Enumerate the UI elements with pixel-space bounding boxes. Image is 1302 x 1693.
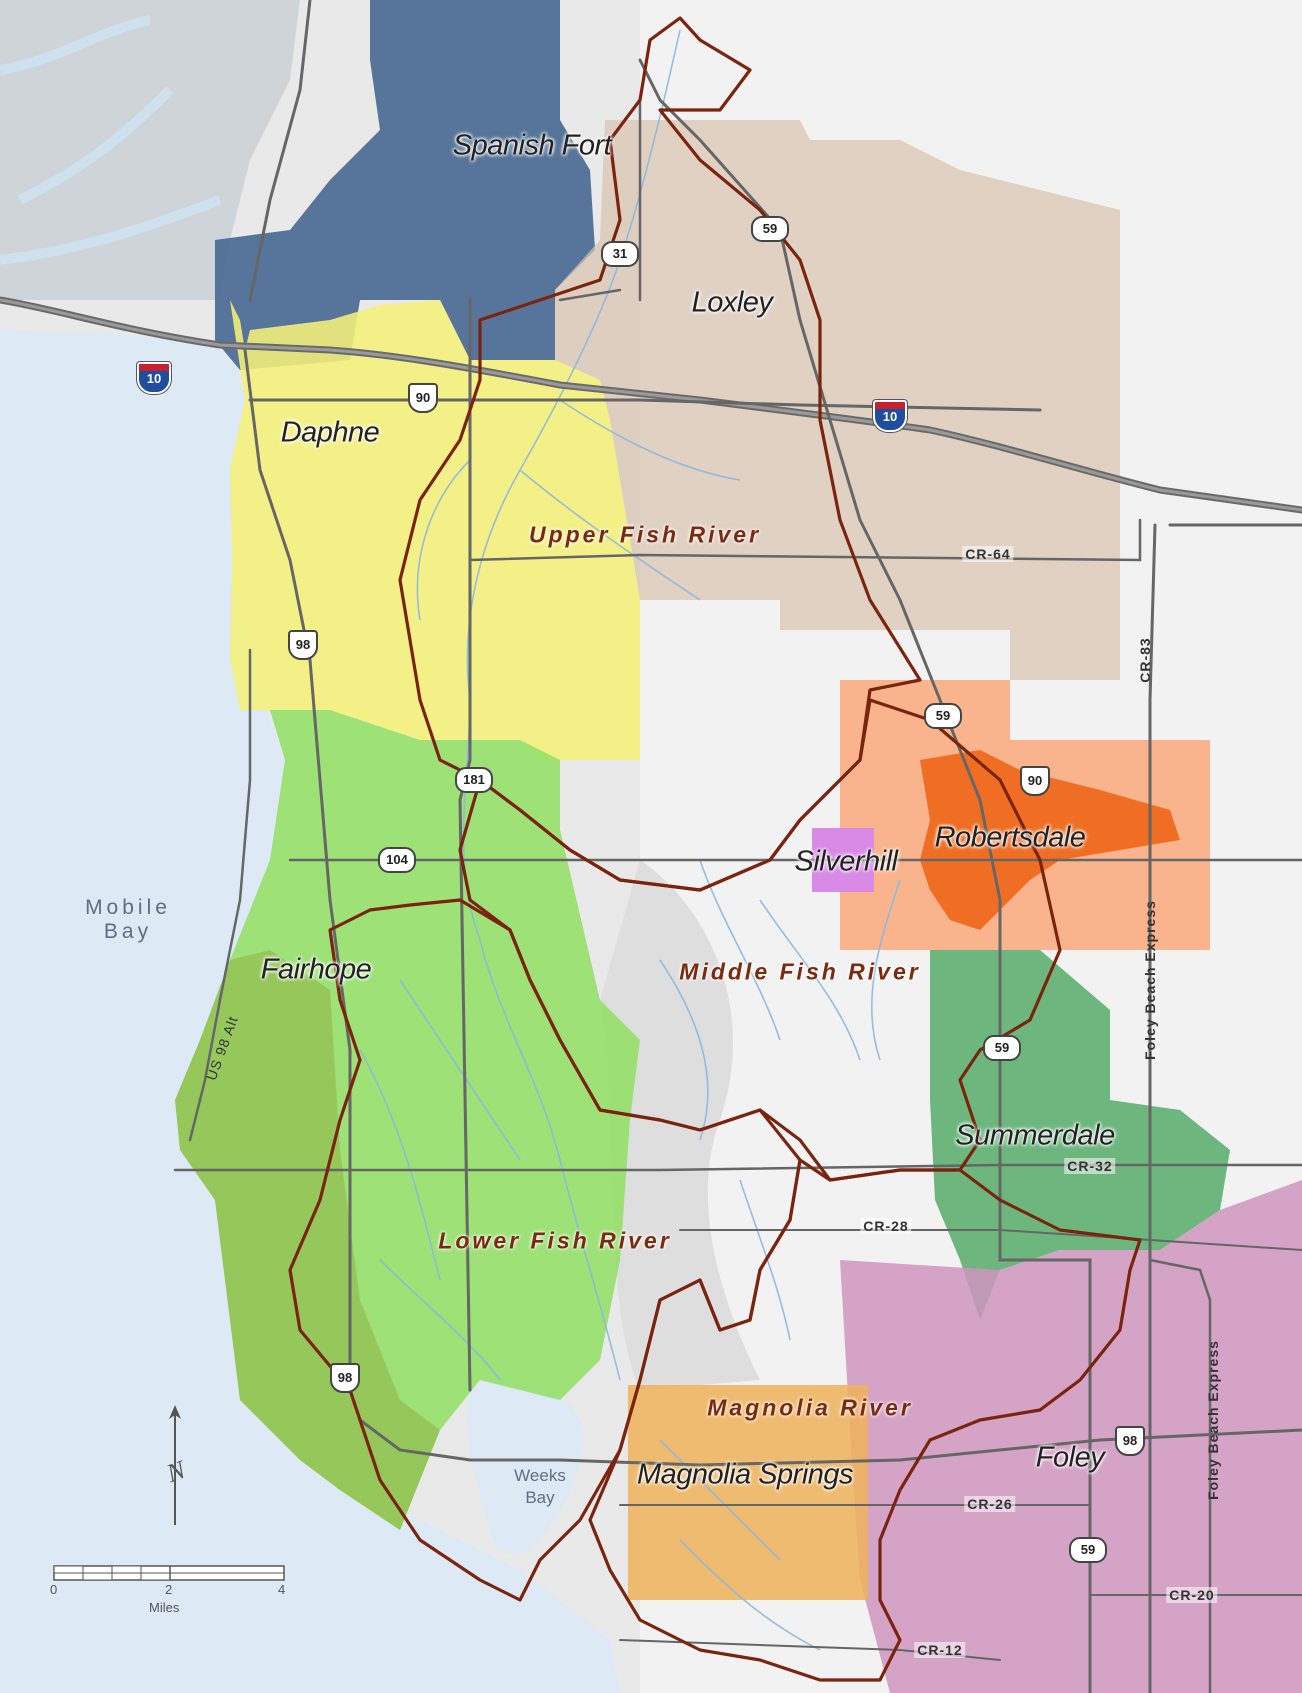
label-cr64: CR-64 (962, 546, 1014, 562)
road-us98alt (188, 648, 252, 1142)
weeks-bay (467, 1380, 583, 1554)
label-cr12: CR-12 (914, 1642, 966, 1658)
label-cr32: CR-32 (1064, 1158, 1116, 1174)
area-foley (840, 1180, 1302, 1693)
area-daphne (230, 300, 640, 760)
area-robertsdale-core (920, 750, 1180, 930)
scale-bar: 0 2 4 Miles (50, 1560, 285, 1640)
us98-shield-south: 98 (330, 1363, 360, 1393)
label-lower-fish-river: Lower Fish River (438, 1227, 672, 1254)
area-fairhope-south (175, 950, 440, 1530)
us90-shield-west: 90 (408, 383, 438, 413)
road-sr31 (248, 0, 312, 302)
road-connector (558, 98, 642, 302)
label-loxley: Loxley (691, 286, 773, 319)
label-summerdale: Summerdale (955, 1119, 1115, 1152)
label-cr26: CR-26 (964, 1496, 1016, 1512)
sr59-shield-2: 59 (924, 703, 962, 729)
scale-tick-4: 4 (278, 1582, 286, 1597)
us98-shield-north: 98 (288, 630, 318, 660)
road-cr28 (679, 1229, 1302, 1251)
road-i10-inner (0, 298, 1302, 512)
label-bay: Bay (103, 920, 153, 943)
road-cr64 (468, 518, 1142, 562)
i10-shield-east: 10 (873, 400, 907, 432)
label-upper-fish-river: Upper Fish River (528, 521, 762, 548)
road-cr83 (1148, 523, 1302, 1693)
label-cr83: CR-83 (1137, 637, 1153, 683)
scale-bar-graphic (53, 1565, 285, 1581)
label-magnolia-river: Magnolia River (707, 1394, 913, 1421)
label-cr28: CR-28 (860, 1218, 912, 1234)
label-fairhope: Fairhope (260, 953, 372, 986)
scale-tick-2: 2 (165, 1582, 173, 1597)
label-middle-fish-river: Middle Fish River (679, 958, 921, 985)
area-spanish-fort (215, 0, 595, 370)
i10-shield-west: 10 (137, 362, 171, 394)
label-robertsdale: Robertsdale (934, 821, 1086, 854)
boundary-magnolia-river (588, 1158, 1142, 1682)
label-cr20: CR-20 (1166, 1587, 1218, 1603)
scale-tick-0: 0 (50, 1582, 58, 1597)
us90-shield-east: 90 (1020, 766, 1050, 796)
sr31-shield: 31 (601, 241, 639, 267)
sr59-shield-4: 59 (1069, 1537, 1107, 1563)
sr104-shield: 104 (378, 847, 416, 873)
road-us90 (248, 398, 1042, 412)
label-foley-beach-express-2: Foley Beach Express (1205, 1340, 1221, 1500)
road-sr59 (638, 58, 1092, 1693)
label-weeks-bay-word: Bay (525, 1488, 555, 1507)
label-foley: Foley (1035, 1441, 1105, 1474)
mobile-bay (0, 330, 620, 1693)
sr181-shield: 181 (455, 767, 493, 793)
scale-unit: Miles (149, 1600, 180, 1615)
label-weeks: Weeks (514, 1466, 566, 1485)
delta-land (0, 0, 300, 300)
label-mobile-bay: Mobile Bay (85, 896, 171, 944)
sr59-shield-1: 59 (751, 216, 789, 242)
area-loxley (555, 120, 1120, 680)
label-foley-beach-express-1: Foley Beach Express (1142, 900, 1158, 1060)
sr59-shield-3: 59 (983, 1035, 1021, 1061)
north-arrow (169, 1405, 181, 1525)
area-magnolia-springs (628, 1385, 868, 1600)
road-cr32 (173, 1163, 1302, 1172)
road-beach-express-2 (1148, 1258, 1212, 1693)
us98-shield-east: 98 (1115, 1426, 1145, 1456)
boundary-lower-fish-river (288, 898, 802, 1602)
label-mobile: Mobile (85, 896, 171, 919)
label-weeks-bay: Weeks Bay (514, 1465, 566, 1509)
label-daphne: Daphne (280, 416, 380, 449)
watershed-boundaries (288, 16, 1142, 1682)
delta-channel (0, 15, 222, 265)
label-silverhill: Silverhill (794, 845, 898, 878)
road-cr12 (619, 1639, 1001, 1661)
label-spanish-fort: Spanish Fort (452, 129, 612, 162)
label-magnolia-springs: Magnolia Springs (636, 1458, 854, 1491)
